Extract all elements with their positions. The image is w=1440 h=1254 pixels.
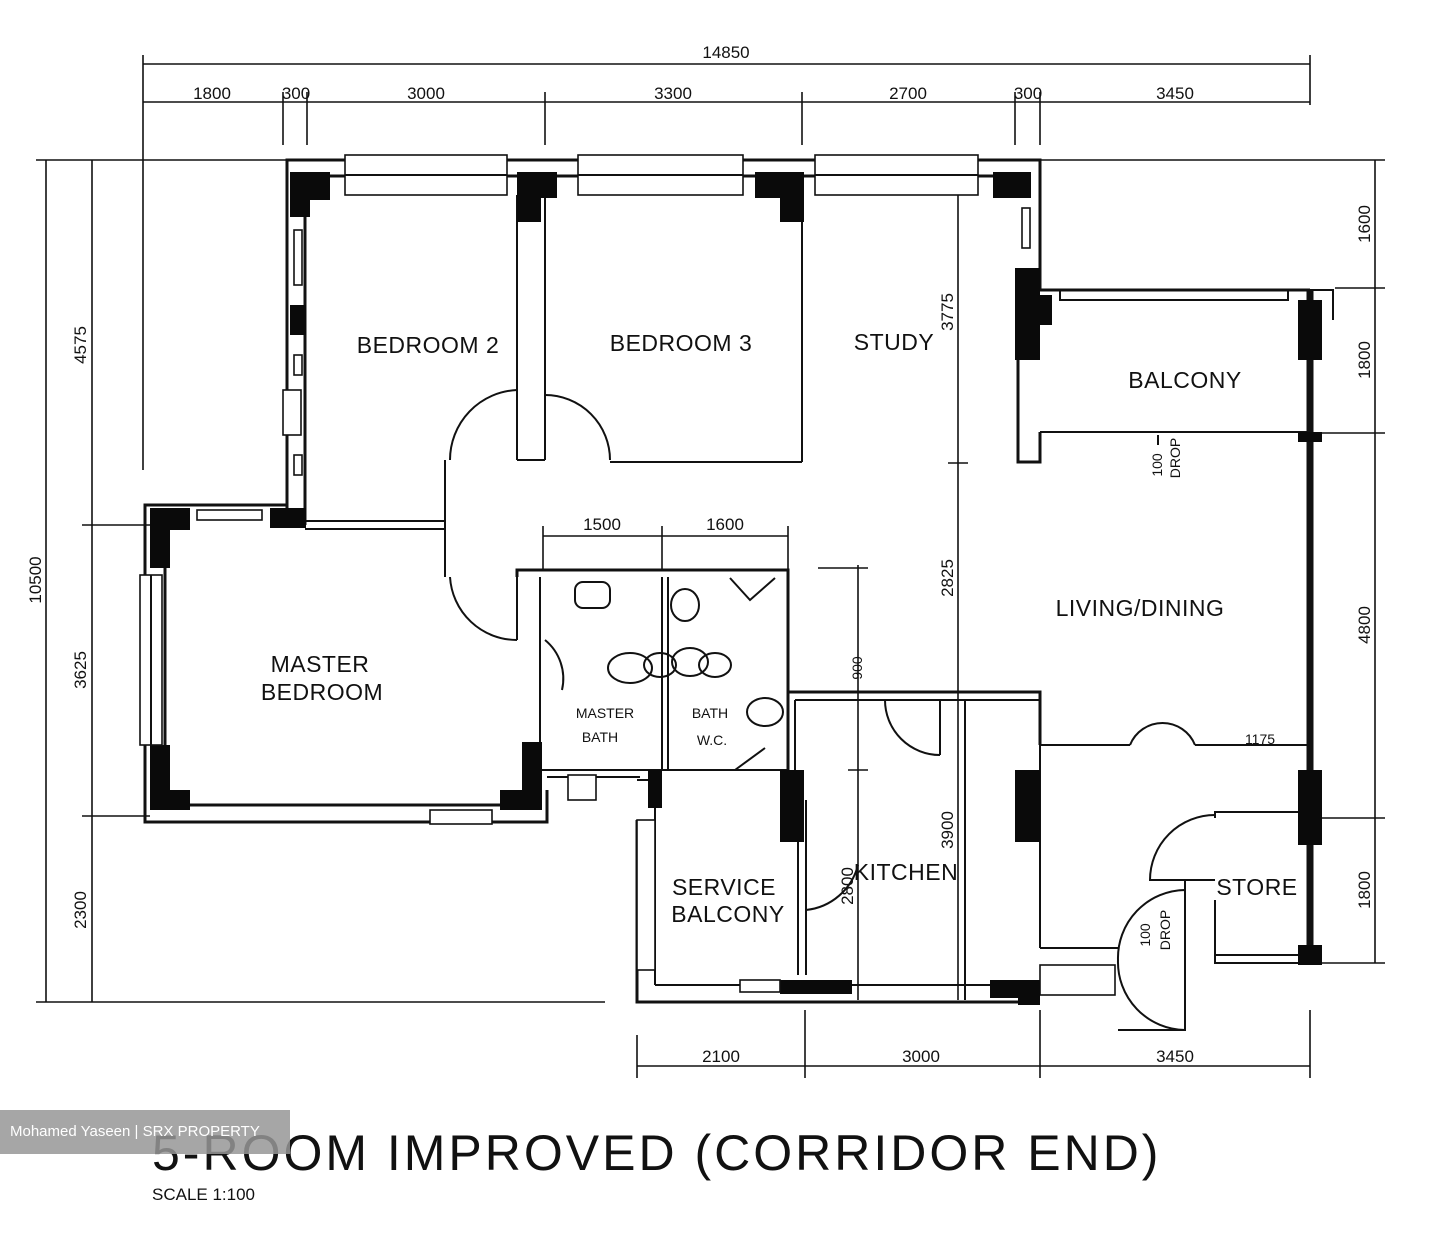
entrance-drop-label: DROP (1157, 910, 1173, 950)
watermark: Mohamed Yaseen | SRX PROPERTY (0, 1110, 290, 1154)
study-depth-label: 3775 (938, 293, 957, 331)
master-bedroom-label: MASTER (271, 651, 370, 677)
bottom-dim-label: 3000 (902, 1047, 940, 1066)
bedroom-2-label: BEDROOM 2 (357, 332, 500, 358)
master-bath-label: BATH (582, 729, 618, 745)
service-balcony-label: SERVICE (672, 874, 776, 900)
balcony-drop-label: 100 (1149, 453, 1165, 477)
store-label: STORE (1216, 874, 1297, 900)
living-dining-label: LIVING/DINING (1056, 595, 1225, 621)
top-dim-label: 1800 (193, 84, 231, 103)
balcony-drop-label: DROP (1167, 438, 1183, 478)
bedroom-3-label: BEDROOM 3 (610, 330, 753, 356)
plan-scale: SCALE 1:100 (152, 1185, 255, 1204)
left-total-label: 10500 (26, 556, 45, 603)
bottom-dim-label: 2100 (702, 1047, 740, 1066)
top-dim-label: 3450 (1156, 84, 1194, 103)
kitchen-depth-label: 3900 (938, 811, 957, 849)
bottom-dim-label: 3450 (1156, 1047, 1194, 1066)
top-dim-label: 3000 (407, 84, 445, 103)
balcony-label: BALCONY (1128, 367, 1241, 393)
bath-width-label: 1600 (706, 515, 744, 534)
top-dim-label: 3300 (654, 84, 692, 103)
left-dim-label: 4575 (71, 326, 90, 364)
right-dim-label: 1800 (1355, 341, 1374, 379)
room-labels: BEDROOM 2 BEDROOM 3 STUDY BALCONY LIVING… (261, 329, 1297, 927)
top-dim-label: 300 (1014, 84, 1042, 103)
service-balcony-label: BALCONY (671, 901, 784, 927)
store-door-label: 1175 (1245, 731, 1275, 747)
corridor-label: 2825 (938, 559, 957, 597)
right-dim-label: 1800 (1355, 871, 1374, 909)
master-bedroom-label: BEDROOM (261, 679, 383, 705)
dimension-lines (36, 55, 1385, 1078)
top-dim-label: 2700 (889, 84, 927, 103)
dimension-labels: 14850 1800 300 3000 3300 2700 300 3450 1… (26, 43, 1374, 1066)
right-dim-label: 4800 (1355, 606, 1374, 644)
left-dim-label: 3625 (71, 651, 90, 689)
study-label: STUDY (854, 329, 934, 355)
bath-width-label: 1500 (583, 515, 621, 534)
service-balcony-dim-label: 2800 (838, 867, 857, 905)
entrance-drop-label: 100 (1137, 923, 1153, 947)
bath-label: BATH (692, 705, 728, 721)
kitchen-label: KITCHEN (854, 859, 958, 885)
windows (139, 154, 1031, 993)
right-dim-label: 1600 (1355, 205, 1374, 243)
columns (150, 172, 1322, 1005)
bathroom-fixtures (574, 577, 784, 727)
wc-label: W.C. (697, 732, 727, 748)
drop-annotations: 100 DROP 100 DROP (1137, 435, 1183, 950)
overall-width-label: 14850 (702, 43, 749, 62)
master-bath-label: MASTER (576, 705, 634, 721)
left-dim-label: 2300 (71, 891, 90, 929)
doors (448, 389, 1216, 1032)
top-dim-label: 300 (282, 84, 310, 103)
kitchen-door-label: 900 (849, 656, 865, 680)
plan-title: 5-ROOM IMPROVED (CORRIDOR END) (152, 1125, 1161, 1181)
